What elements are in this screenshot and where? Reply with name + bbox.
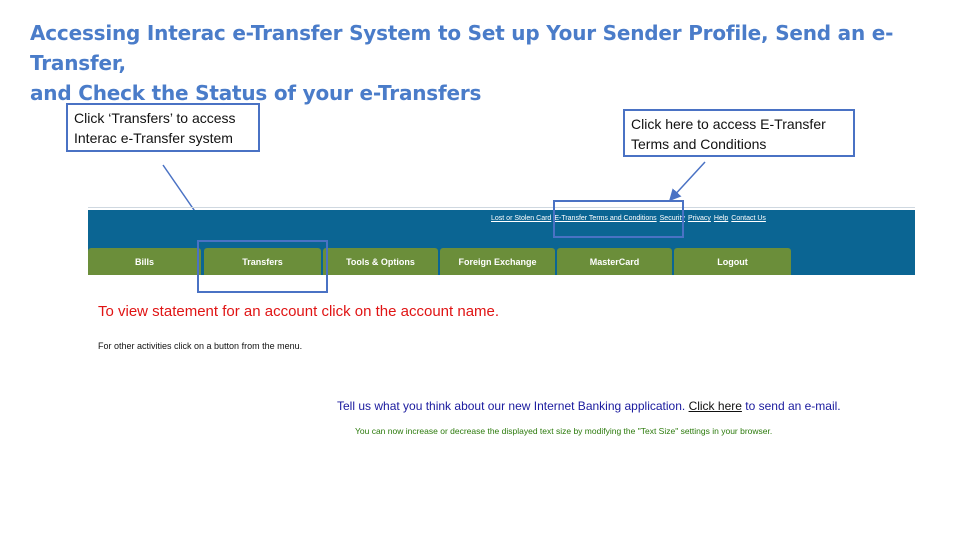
transfers-callout-line1: Click ‘Transfers’ to access [74, 110, 236, 126]
slide-title: Accessing Interac e-Transfer System to S… [30, 18, 930, 108]
lost-card-link[interactable]: Lost or Stolen Card [491, 215, 552, 222]
etransfer-terms-link[interactable]: E-Transfer Terms and Conditions [554, 215, 657, 222]
nav-bar: Bills Transfers Tools & Options Foreign … [88, 248, 915, 275]
nav-transfers-button[interactable]: Transfers [204, 248, 321, 275]
help-link[interactable]: Help [713, 215, 729, 222]
transfers-highlight-box [197, 240, 328, 293]
view-statement-message: To view statement for an account click o… [98, 303, 500, 320]
other-activities-message: For other activities click on a button f… [98, 341, 303, 351]
privacy-link[interactable]: Privacy [687, 215, 711, 222]
transfers-callout-line2: Interac e-Transfer system [74, 130, 233, 146]
feedback-message: Tell us what you think about our new Int… [337, 399, 841, 413]
slide-title-line2: and Check the Status of your e-Transfers [30, 81, 482, 105]
nav-logout-button[interactable]: Logout [674, 248, 791, 275]
security-link[interactable]: Security [659, 215, 685, 222]
nav-mastercard-button[interactable]: MasterCard [557, 248, 672, 275]
nav-tools-button[interactable]: Tools & Options [323, 248, 438, 275]
feedback-prefix: Tell us what you think about our new Int… [337, 399, 689, 413]
contact-link[interactable]: Contact Us [731, 215, 766, 222]
terms-highlight-box [553, 200, 684, 238]
feedback-email-link[interactable]: Click here [688, 399, 742, 413]
terms-callout: Click here to access E-Transfer Terms an… [623, 109, 855, 157]
transfers-callout: Click ‘Transfers’ to access Interac e-Tr… [66, 103, 260, 152]
feedback-suffix: to send an e-mail. [741, 399, 841, 413]
nav-bills-button[interactable]: Bills [88, 248, 201, 275]
header-divider [88, 207, 915, 208]
terms-callout-line1: Click here to access E-Transfer [631, 116, 826, 132]
terms-arrow [668, 161, 706, 202]
text-size-note: You can now increase or decrease the dis… [355, 426, 773, 436]
slide-title-line1: Accessing Interac e-Transfer System to S… [30, 21, 894, 75]
terms-callout-line2: Terms and Conditions [631, 136, 767, 152]
nav-forex-button[interactable]: Foreign Exchange [440, 248, 555, 275]
